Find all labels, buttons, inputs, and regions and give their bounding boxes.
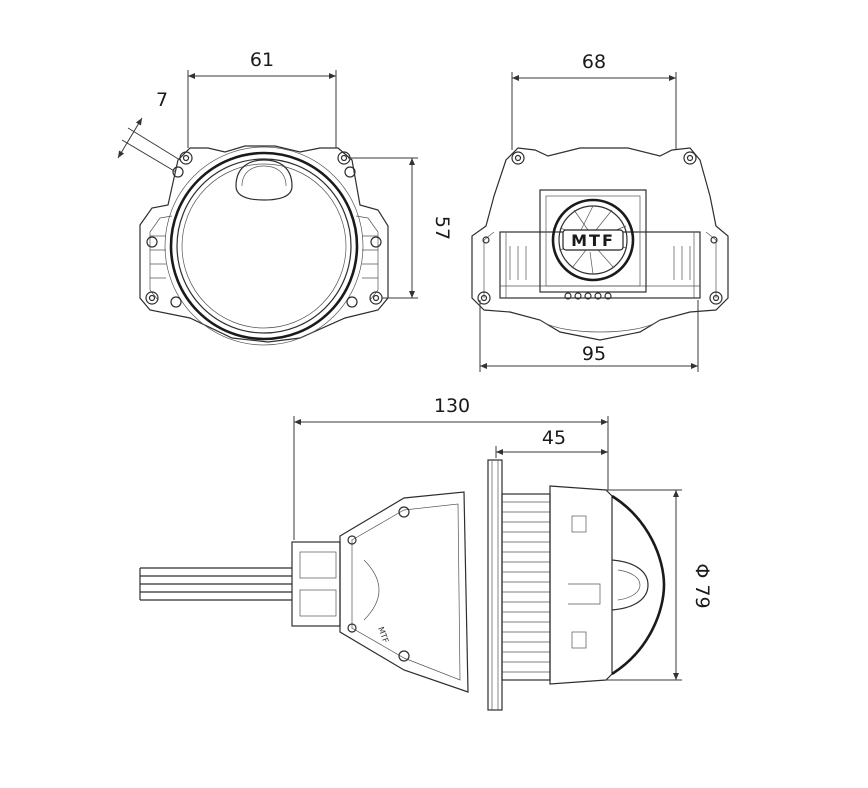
rear-total-width-label: 95	[582, 343, 606, 365]
side-length-dimension: 130	[293, 395, 609, 540]
rear-total-width-dimension: 95	[479, 300, 699, 372]
fan-logo-text: MTF	[571, 231, 615, 250]
front-view	[139, 145, 389, 346]
rear-view: MTF	[471, 147, 729, 341]
rear-width-dimension: 68	[511, 51, 677, 150]
front-width-dimension: 61	[187, 49, 337, 148]
front-height-dimension: 57	[348, 157, 453, 299]
front-width-label: 61	[250, 49, 274, 71]
lens-diameter-label: Φ 79	[691, 563, 713, 608]
rear-width-label: 68	[582, 51, 606, 73]
flange-offset-dimension: 7	[117, 89, 181, 173]
front-height-label: 57	[431, 216, 453, 240]
lens-diameter-dimension: Φ 79	[606, 489, 713, 681]
side-view: MTF	[139, 459, 666, 711]
side-housing-label: MTF	[376, 626, 390, 645]
lens-depth-label: 45	[542, 427, 566, 449]
lens-depth-dimension: 45	[495, 427, 608, 458]
side-length-label: 130	[434, 395, 470, 417]
flange-offset-label: 7	[156, 89, 168, 111]
